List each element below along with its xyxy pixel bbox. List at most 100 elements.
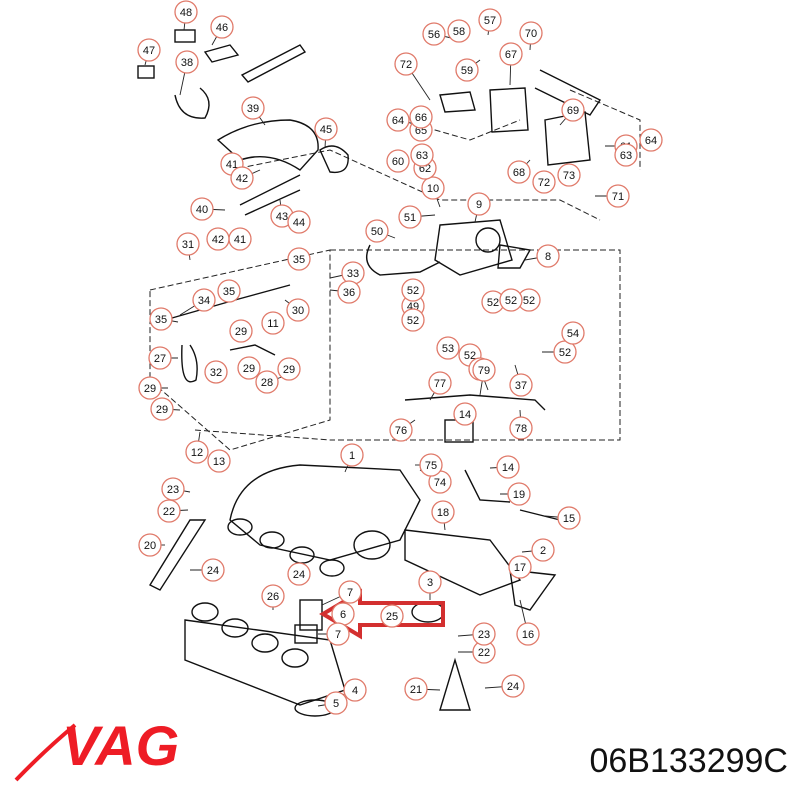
callout-label: 79 xyxy=(478,365,490,377)
callout-label: 72 xyxy=(538,177,550,189)
callout-24: 24 xyxy=(501,674,525,698)
callout-73: 73 xyxy=(557,163,581,187)
callout-68: 68 xyxy=(507,160,531,184)
callout-60: 60 xyxy=(386,149,410,173)
callout-label: 50 xyxy=(371,226,383,238)
callout-label: 7 xyxy=(335,629,341,641)
callout-label: 27 xyxy=(154,353,166,365)
callout-13: 13 xyxy=(207,449,231,473)
callout-circle xyxy=(532,170,556,194)
callout-label: 9 xyxy=(476,199,482,211)
callout-label: 69 xyxy=(567,105,579,117)
callout-circle xyxy=(277,357,301,381)
callout-label: 57 xyxy=(484,15,496,27)
callout-circle xyxy=(343,678,367,702)
callout-label: 15 xyxy=(563,513,575,525)
callout-circle xyxy=(174,0,198,24)
callout-circle xyxy=(499,288,523,312)
callout-66: 66 xyxy=(409,105,433,129)
callout-circle xyxy=(324,691,348,715)
callout-label: 16 xyxy=(522,629,534,641)
callout-67: 67 xyxy=(499,42,523,66)
callout-6: 6 xyxy=(331,602,355,626)
callout-label: 24 xyxy=(207,565,219,577)
callout-circle xyxy=(410,143,434,167)
callout-label: 23 xyxy=(167,484,179,496)
callout-45: 45 xyxy=(314,117,338,141)
callout-label: 56 xyxy=(428,29,440,41)
callout-9: 9 xyxy=(467,192,491,216)
callout-circle xyxy=(210,15,234,39)
callout-label: 31 xyxy=(182,239,194,251)
callout-label: 44 xyxy=(293,217,305,229)
brand-logo: VAG xyxy=(14,714,179,782)
callout-label: 40 xyxy=(196,204,208,216)
callout-markers: 1234567789101112131414151617181920212222… xyxy=(137,0,663,715)
callout-label: 32 xyxy=(210,367,222,379)
callout-circle xyxy=(287,247,311,271)
callout-label: 64 xyxy=(392,115,404,127)
callout-32: 32 xyxy=(204,360,228,384)
callout-label: 71 xyxy=(612,191,624,203)
callout-circle xyxy=(241,96,265,120)
callout-label: 78 xyxy=(515,423,527,435)
callout-label: 52 xyxy=(505,295,517,307)
callout-circle xyxy=(190,197,214,221)
callout-64: 64 xyxy=(386,108,410,132)
callout-40: 40 xyxy=(190,197,214,221)
callout-circle xyxy=(261,311,285,335)
callout-label: 3 xyxy=(427,577,433,589)
callout-72: 72 xyxy=(532,170,556,194)
callout-label: 68 xyxy=(513,167,525,179)
callout-label: 42 xyxy=(212,234,224,246)
callout-label: 46 xyxy=(216,22,228,34)
callout-23: 23 xyxy=(472,622,496,646)
callout-46: 46 xyxy=(210,15,234,39)
callout-label: 1 xyxy=(349,450,355,462)
callout-circle xyxy=(455,58,479,82)
callout-51: 51 xyxy=(398,205,422,229)
callout-circle xyxy=(557,506,581,530)
callout-69: 69 xyxy=(561,98,585,122)
callout-12: 12 xyxy=(185,440,209,464)
callout-circle xyxy=(422,22,446,46)
callout-label: 29 xyxy=(243,363,255,375)
part-number: 06B133299C xyxy=(589,742,788,780)
callout-label: 24 xyxy=(507,681,519,693)
callout-31: 31 xyxy=(176,232,200,256)
callout-label: 35 xyxy=(293,254,305,266)
callout-label: 41 xyxy=(226,159,238,171)
callout-circle xyxy=(436,336,460,360)
callout-3: 3 xyxy=(418,570,442,594)
callout-label: 52 xyxy=(559,347,571,359)
callout-27: 27 xyxy=(148,346,172,370)
callout-34: 34 xyxy=(192,288,216,312)
callout-label: 2 xyxy=(540,545,546,557)
callout-24: 24 xyxy=(201,558,225,582)
callout-78: 78 xyxy=(509,416,533,440)
callout-52: 52 xyxy=(401,308,425,332)
callout-label: 14 xyxy=(459,409,471,421)
callout-circle xyxy=(161,477,185,501)
callout-circle xyxy=(149,307,173,331)
callout-circle xyxy=(431,500,455,524)
callout-label: 29 xyxy=(156,404,168,416)
callout-circle xyxy=(401,278,425,302)
callout-35: 35 xyxy=(217,279,241,303)
callout-76: 76 xyxy=(389,418,413,442)
callout-17: 17 xyxy=(508,555,532,579)
callout-7: 7 xyxy=(338,580,362,604)
callout-64: 64 xyxy=(639,128,663,152)
callout-label: 52 xyxy=(464,350,476,362)
callout-label: 21 xyxy=(410,684,422,696)
callout-circle xyxy=(501,674,525,698)
callout-label: 29 xyxy=(144,383,156,395)
callout-label: 52 xyxy=(487,297,499,309)
callout-label: 11 xyxy=(267,318,278,330)
callout-circle xyxy=(508,555,532,579)
callout-circle xyxy=(286,298,310,322)
callout-label: 23 xyxy=(478,629,490,641)
callout-circle xyxy=(394,52,418,76)
callout-label: 74 xyxy=(434,477,446,489)
callout-label: 8 xyxy=(545,251,551,263)
